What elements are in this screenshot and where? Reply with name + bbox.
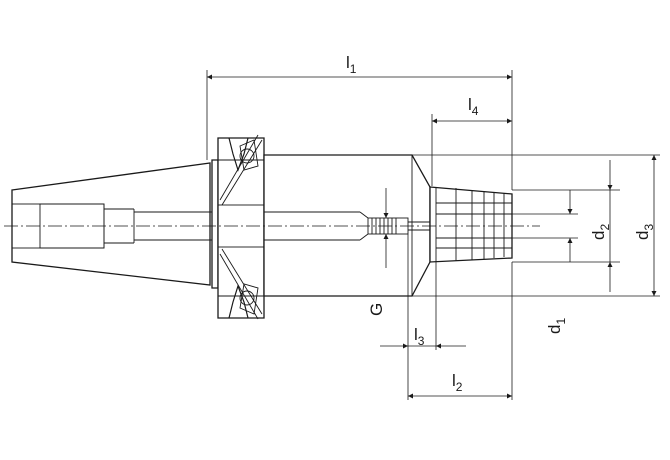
taper-shank xyxy=(11,162,215,286)
label-d1: d1 xyxy=(545,318,568,334)
label-l3: l3 xyxy=(414,325,425,348)
pilot-spigot xyxy=(429,186,513,263)
label-l2: l2 xyxy=(452,371,463,394)
label-g: G xyxy=(367,303,386,316)
main-body xyxy=(263,154,431,297)
label-l4: l4 xyxy=(468,95,479,118)
label-l1: l1 xyxy=(346,53,357,76)
dimension-lines xyxy=(206,70,660,400)
label-d3: d3 xyxy=(633,224,656,240)
label-d2: d2 xyxy=(589,224,612,240)
flange xyxy=(211,134,265,320)
